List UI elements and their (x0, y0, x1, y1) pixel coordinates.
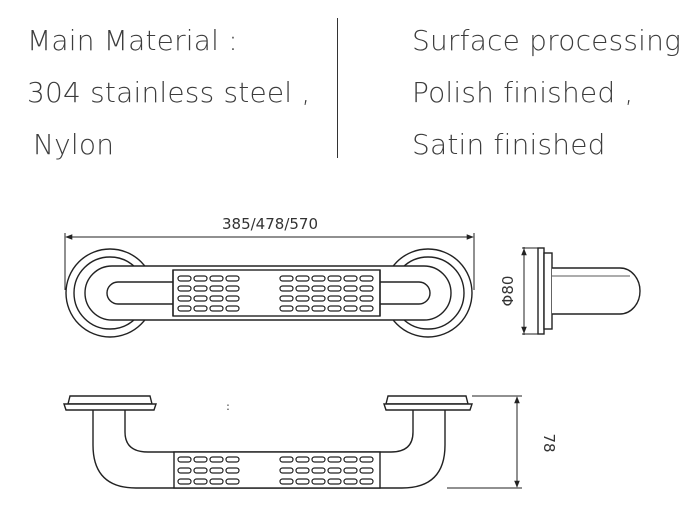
grip-slot (225, 285, 240, 292)
grip-slot (193, 467, 208, 474)
grip-slot (311, 467, 326, 474)
grip-slot (279, 478, 294, 485)
grip-slot (295, 275, 310, 282)
grip-slot (359, 305, 374, 312)
grip-slot (177, 467, 192, 474)
side-view (521, 247, 641, 335)
grip-slot (279, 275, 294, 282)
bar-end-side (552, 267, 641, 315)
grip-slot (209, 285, 224, 292)
grip-slot (279, 285, 294, 292)
grip-slot (193, 285, 208, 292)
vertical-divider (337, 18, 339, 158)
grip-slot (225, 456, 240, 463)
grip-slot (311, 285, 326, 292)
grip-slot (359, 275, 374, 282)
grip-slot (311, 295, 326, 302)
grip-slot (193, 305, 208, 312)
grip-slot (177, 295, 192, 302)
grip-slot (193, 456, 208, 463)
grip-slot (225, 467, 240, 474)
surface-processing-line-2: Satin finished (412, 128, 606, 161)
grip-slot (279, 295, 294, 302)
grip-slot (311, 275, 326, 282)
diameter-label: Φ80 (499, 276, 517, 307)
grip-slot (343, 478, 358, 485)
grip-slot (209, 275, 224, 282)
grip-slot (177, 285, 192, 292)
grip-slot (295, 467, 310, 474)
grip-slot (359, 285, 374, 292)
grip-slot (311, 478, 326, 485)
grip-slot (177, 456, 192, 463)
grip-slot (295, 295, 310, 302)
grip-slot (193, 295, 208, 302)
top-view (64, 233, 475, 338)
grip-slot (343, 305, 358, 312)
grip-slot (343, 275, 358, 282)
grip-slot (311, 456, 326, 463)
grip-slot (359, 295, 374, 302)
grip-slot (279, 467, 294, 474)
grip-slot (327, 478, 342, 485)
grip-slot (209, 295, 224, 302)
grip-slot (311, 305, 326, 312)
main-material-heading: Main Material : (27, 24, 238, 57)
grip-slot (279, 305, 294, 312)
grip-slot (279, 456, 294, 463)
grip-slot (177, 478, 192, 485)
grip-slot (343, 467, 358, 474)
grip-slot (327, 275, 342, 282)
grip-slot (209, 467, 224, 474)
grip-slot (225, 295, 240, 302)
grip-slot (327, 467, 342, 474)
grip-slot (295, 305, 310, 312)
grip-slot (359, 478, 374, 485)
grip-slot (327, 285, 342, 292)
grip-slot (193, 478, 208, 485)
grip-slot (177, 305, 192, 312)
grip-slot (209, 305, 224, 312)
wall-plate (537, 247, 545, 335)
length-label: 385/478/570 (222, 215, 318, 233)
grip-slot (343, 285, 358, 292)
center-mark: : (226, 400, 230, 413)
main-material-line-2: Nylon (33, 128, 115, 161)
grip-slot (327, 305, 342, 312)
grip-slot (225, 275, 240, 282)
grip-slot (209, 478, 224, 485)
surface-processing-line-1: Polish finished , (412, 76, 634, 109)
grip-slot (177, 275, 192, 282)
grip-slot (327, 456, 342, 463)
grip-slot (295, 285, 310, 292)
grip-slot (225, 305, 240, 312)
main-material-line-1: 304 stainless steel , (27, 76, 311, 109)
grip-slot (193, 275, 208, 282)
height-label: 78 (540, 433, 558, 452)
left-flange-front (63, 403, 157, 411)
bar-inner-curve (124, 410, 414, 453)
grip-slot (295, 478, 310, 485)
grip-slot (209, 456, 224, 463)
grip-slot (327, 295, 342, 302)
right-flange-front (383, 403, 473, 411)
grip-slot (343, 456, 358, 463)
grip-slot (343, 295, 358, 302)
surface-processing-heading: Surface processing : (412, 24, 691, 57)
grip-slot (225, 478, 240, 485)
grip-slot (359, 456, 374, 463)
flange-side (543, 252, 553, 330)
grip-slot (359, 467, 374, 474)
front-view (63, 395, 522, 489)
grip-slot (295, 456, 310, 463)
